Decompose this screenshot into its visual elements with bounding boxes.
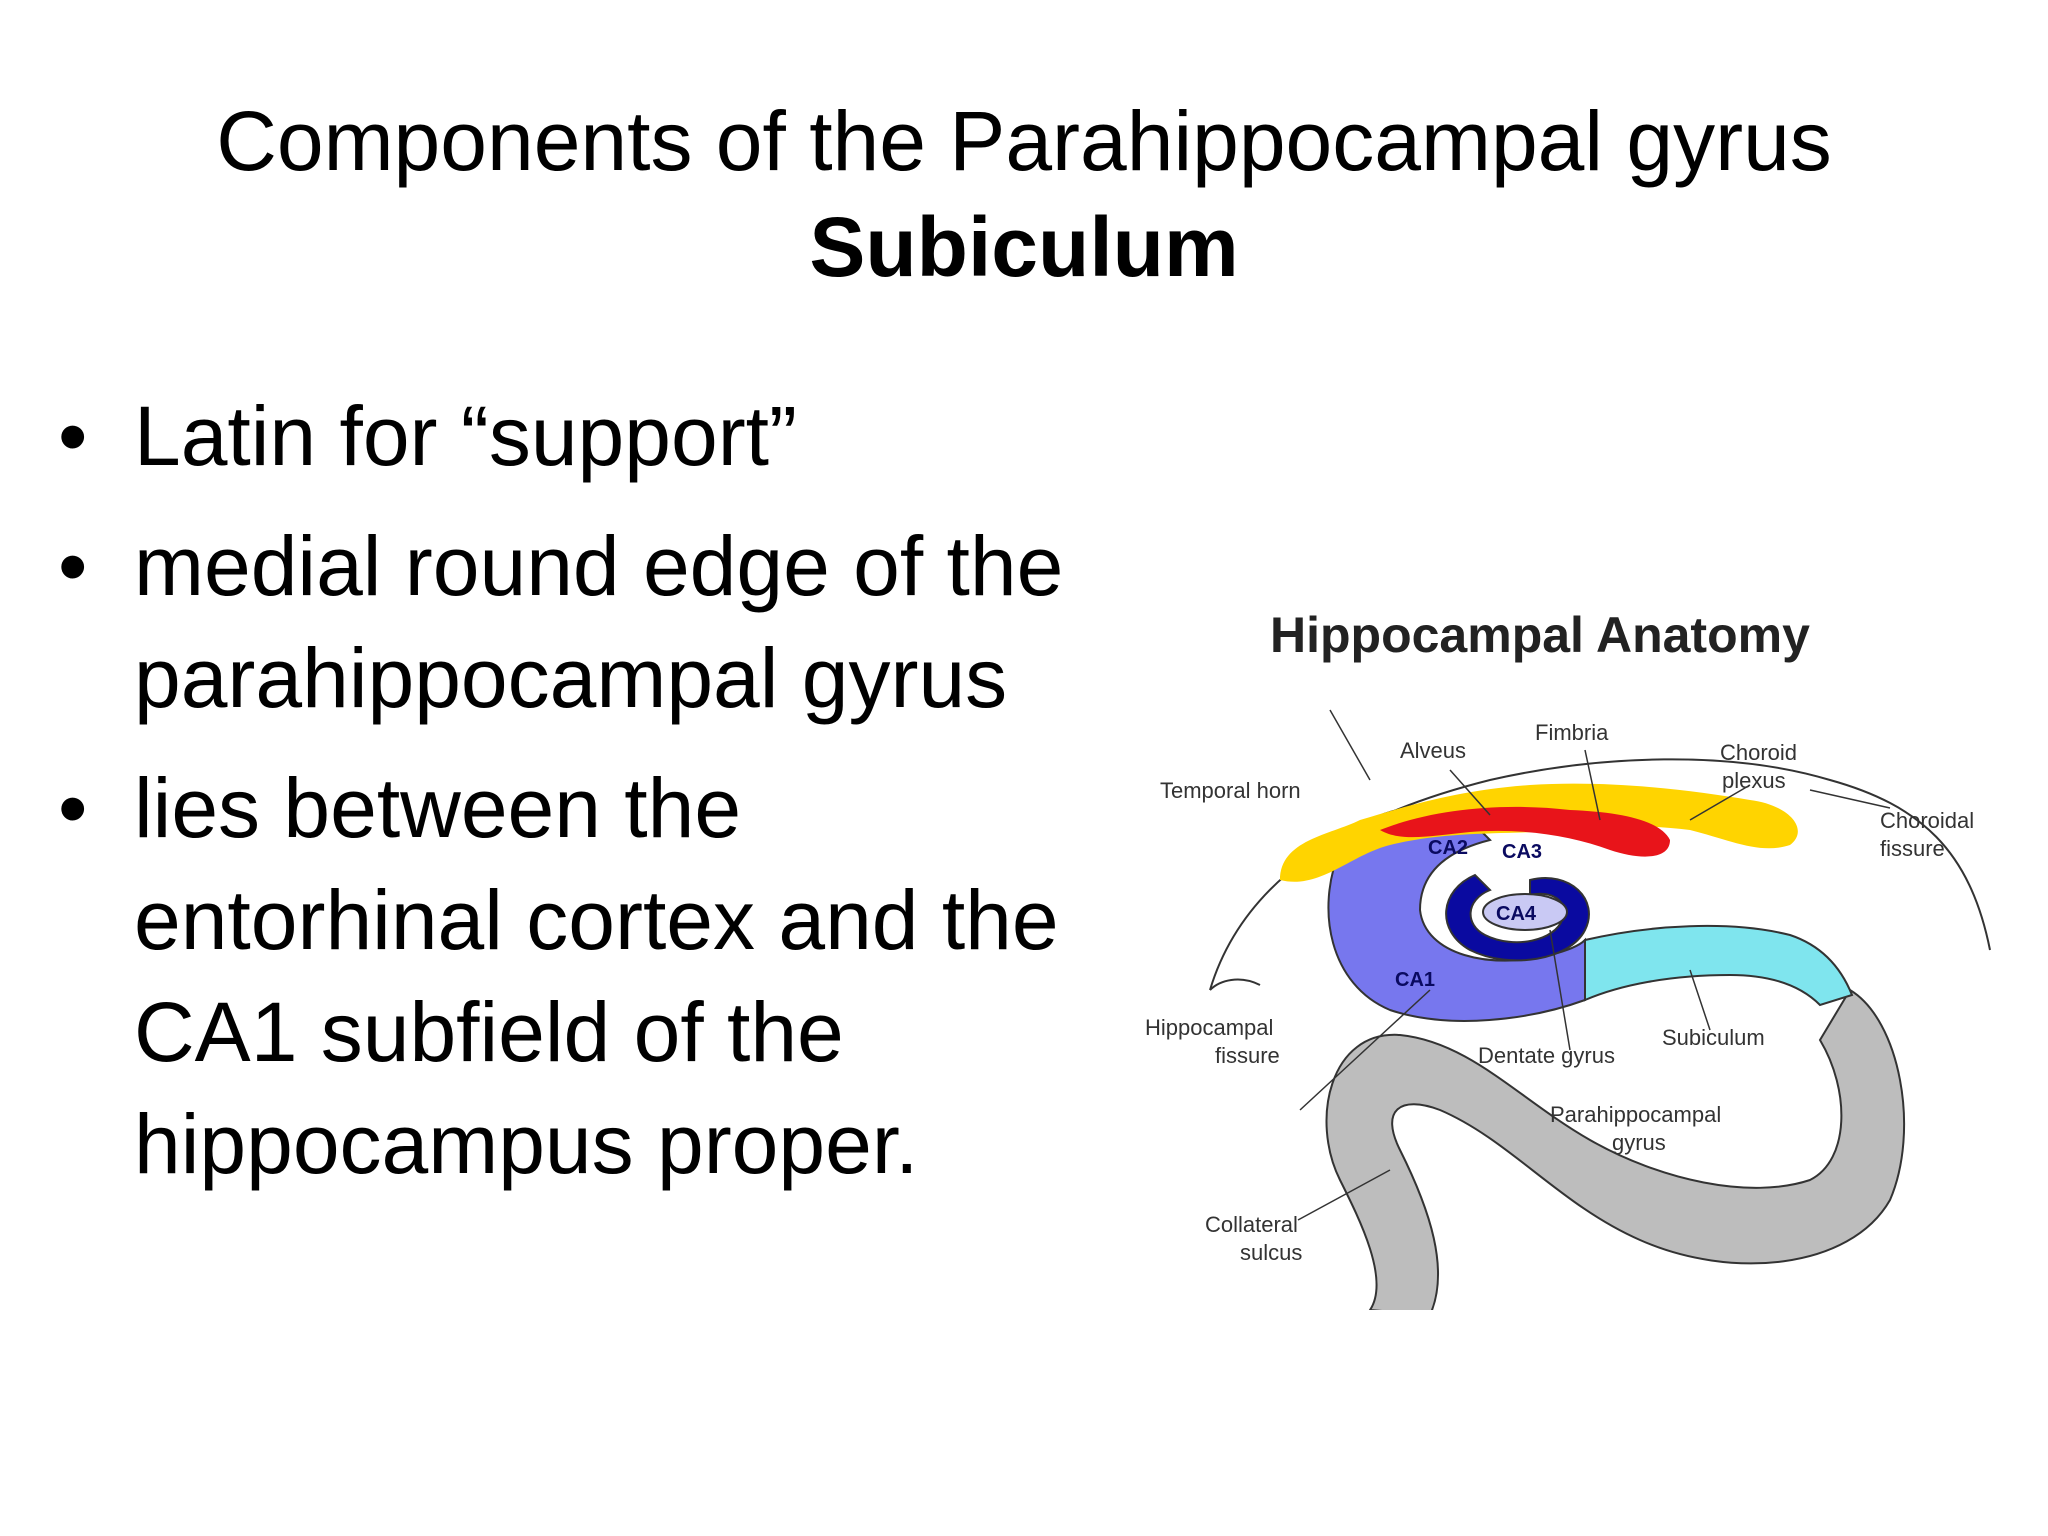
figure-title: Hippocampal Anatomy [1270, 607, 1810, 663]
label-hippocampal-fissure-2: fissure [1215, 1043, 1280, 1068]
bullet-item: • Latin for “support” [58, 380, 1118, 492]
choroid-plexus-shape [1280, 783, 1798, 882]
label-parahippocampal-1: Parahippocampal [1550, 1102, 1721, 1127]
label-dentate-gyrus: Dentate gyrus [1478, 1043, 1615, 1068]
label-fimbria: Fimbria [1535, 720, 1609, 745]
label-ca2: CA2 [1428, 837, 1468, 859]
parahippocampal-gyrus-shape [1325, 988, 1906, 1310]
label-choroidal-fissure-2: fissure [1880, 836, 1945, 861]
bullet-marker: • [58, 389, 88, 483]
bullet-item: • lies between the entorhinal cortex and… [58, 752, 1118, 1200]
bullet-item: • medial round edge of the parahippocamp… [58, 510, 1118, 734]
label-ca4: CA4 [1496, 903, 1537, 925]
label-collateral-sulcus-1: Collateral [1205, 1212, 1298, 1237]
label-choroid-plexus-1: Choroid [1720, 740, 1797, 765]
bullet-list: • Latin for “support” • medial round edg… [58, 380, 1118, 1218]
fimbria-shape [1380, 806, 1670, 857]
hippocampal-anatomy-figure: Hippocampal Anatomy [1130, 590, 2010, 1310]
label-ca3: CA3 [1502, 841, 1542, 863]
ventricle-edge [1209, 978, 1261, 991]
bullet-marker: • [58, 519, 88, 613]
leader-lines [1297, 709, 1891, 1221]
title-line-1: Components of the Parahippocampal gyrus [216, 94, 1832, 188]
subiculum-shape [1584, 924, 1854, 1007]
label-hippocampal-fissure-1: Hippocampal [1145, 1015, 1273, 1040]
label-choroidal-fissure-1: Choroidal [1880, 808, 1974, 833]
title-line-2: Subiculum [809, 200, 1239, 294]
bullet-text: Latin for “support” [134, 389, 797, 483]
label-ca1: CA1 [1395, 969, 1435, 991]
bullet-text: medial round edge of the parahippocampal… [134, 519, 1064, 725]
label-parahippocampal-2: gyrus [1612, 1130, 1666, 1155]
label-choroid-plexus-2: plexus [1722, 768, 1786, 793]
label-collateral-sulcus-2: sulcus [1240, 1240, 1302, 1265]
slide-title: Components of the Parahippocampal gyrus … [0, 88, 2048, 300]
label-temporal-horn: Temporal horn [1160, 778, 1301, 803]
label-subiculum: Subiculum [1662, 1025, 1765, 1050]
bullet-text: lies between the entorhinal cortex and t… [134, 761, 1059, 1191]
bullet-marker: • [58, 761, 88, 855]
label-alveus: Alveus [1400, 738, 1466, 763]
hippocampal-anatomy-diagram: Hippocampal Anatomy [1145, 607, 1991, 1310]
ca4-region [1482, 893, 1568, 931]
